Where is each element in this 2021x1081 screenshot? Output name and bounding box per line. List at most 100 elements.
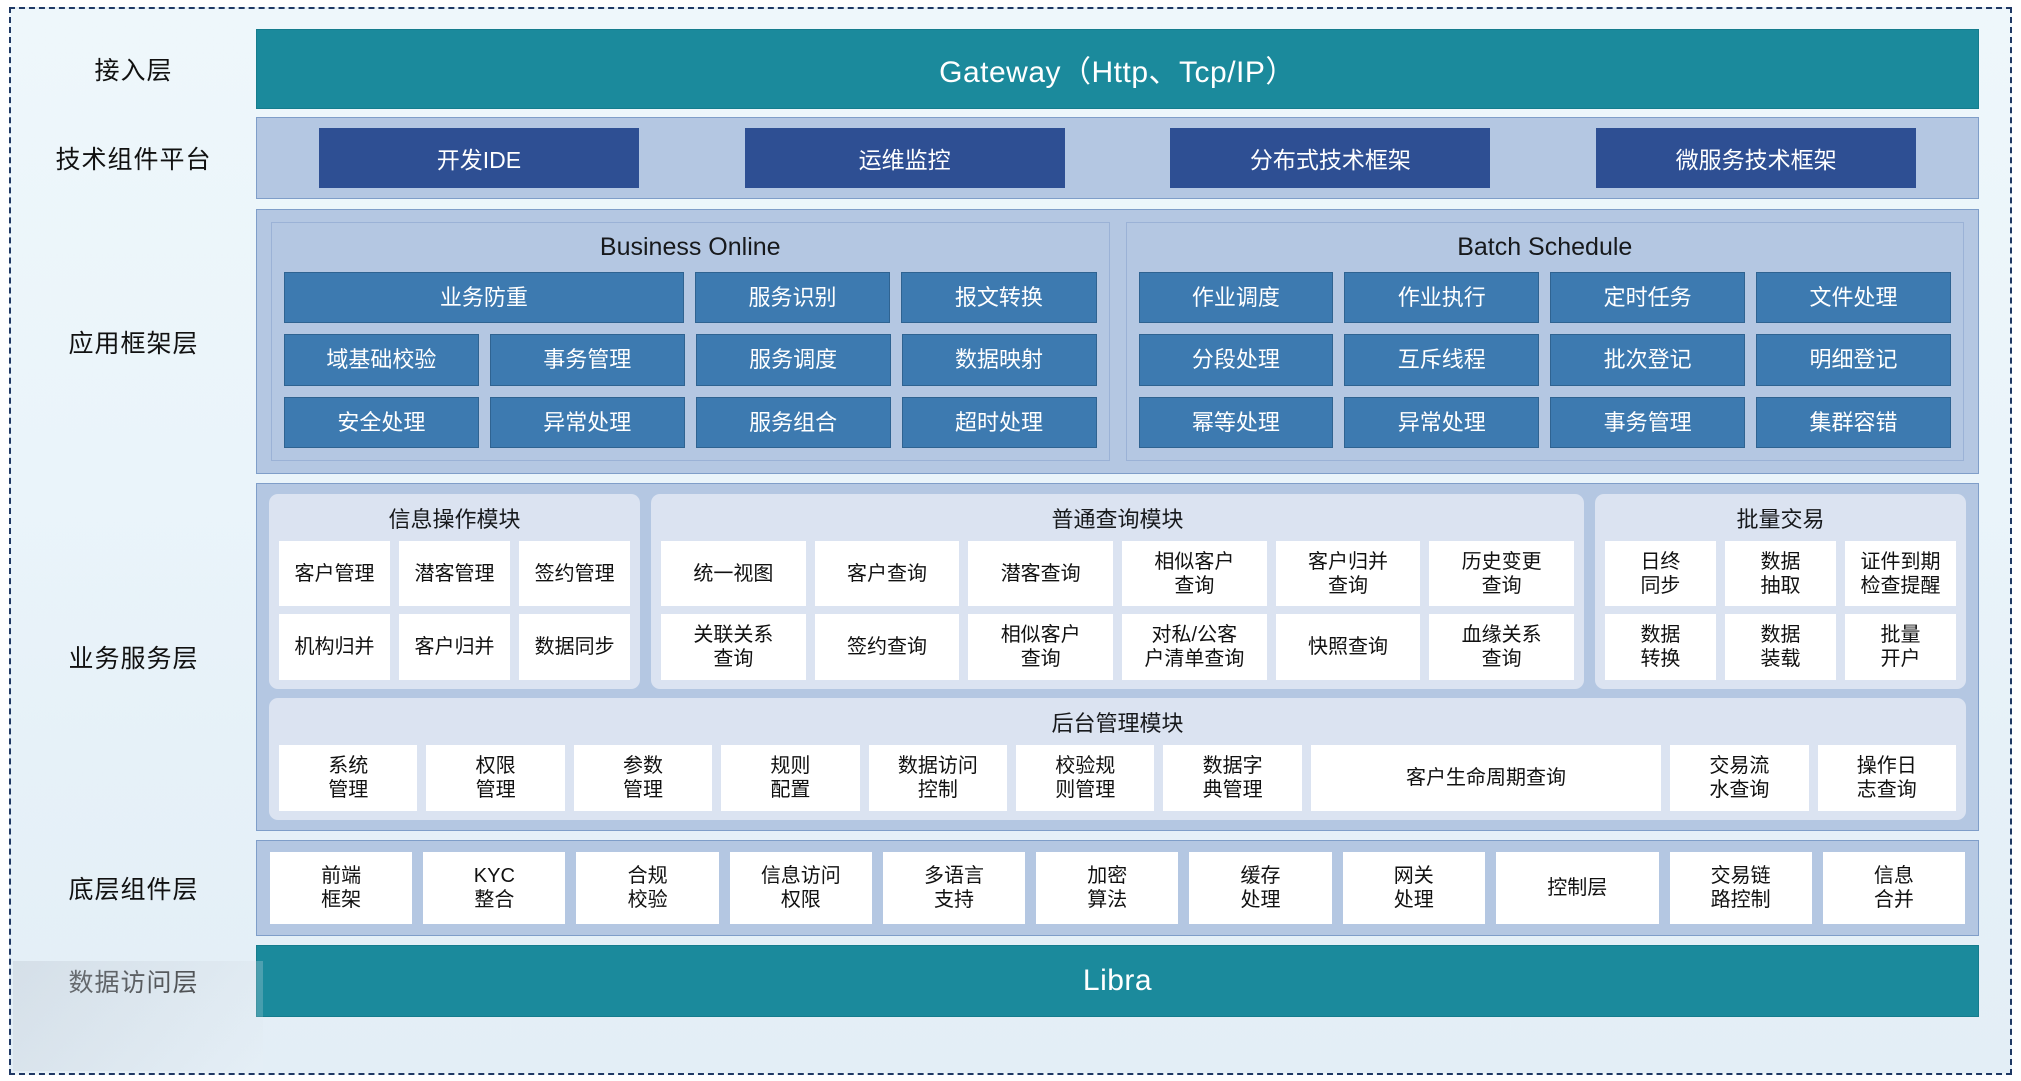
business-cell-机构归并[interactable]: 机构归并 xyxy=(279,614,391,680)
libra-bar[interactable]: Libra xyxy=(256,945,1979,1017)
business-panel-grid: 日终同步数据抽取证件到期检查提醒数据转换数据装载批量开户 xyxy=(1604,541,1957,680)
app-cell-集群容错[interactable]: 集群容错 xyxy=(1756,396,1951,448)
business-cell-系统-管理[interactable]: 系统管理 xyxy=(279,744,418,811)
business-cell-数据-抽取[interactable]: 数据抽取 xyxy=(1724,541,1836,607)
app-cell-文件处理[interactable]: 文件处理 xyxy=(1756,272,1951,324)
business-panel-title: 批量交易 xyxy=(1736,507,1825,532)
business-cell-证件到期-检查提醒[interactable]: 证件到期检查提醒 xyxy=(1844,541,1957,607)
layer-row-access: 接入层 Gateway（Http、Tcp/IP） xyxy=(11,29,2010,109)
app-cell-分段处理[interactable]: 分段处理 xyxy=(1138,334,1334,386)
tech-button-2[interactable]: 分布式技术框架 xyxy=(1170,128,1491,188)
base-cell-控制层[interactable]: 控制层 xyxy=(1495,852,1659,924)
business-cell-数据字-典管理[interactable]: 数据字典管理 xyxy=(1163,744,1302,811)
app-grid-row: 业务防重服务识别报文转换 xyxy=(284,272,1097,324)
app-cell-事务管理[interactable]: 事务管理 xyxy=(1550,396,1746,448)
business-panel-后台管理模块: 后台管理模块系统管理权限管理参数管理规则配置数据访问控制校验规则管理数据字典管理… xyxy=(269,697,1966,820)
business-panel-title: 信息操作模块 xyxy=(388,507,521,532)
app-panel-title: Batch Schedule xyxy=(1457,233,1633,261)
business-cell-权限-管理[interactable]: 权限管理 xyxy=(426,744,565,811)
app-cell-作业调度[interactable]: 作业调度 xyxy=(1138,272,1334,324)
base-cell-信息-合并[interactable]: 信息合并 xyxy=(1822,852,1966,924)
app-cell-异常处理[interactable]: 异常处理 xyxy=(489,396,685,448)
gateway-bar[interactable]: Gateway（Http、Tcp/IP） xyxy=(256,29,1979,109)
layer-label-business: 业务服务层 xyxy=(68,645,199,673)
business-cell-校验规-则管理[interactable]: 校验规则管理 xyxy=(1016,744,1155,811)
business-cell-相似客户-查询[interactable]: 相似客户查询 xyxy=(968,614,1114,680)
app-cell-幂等处理[interactable]: 幂等处理 xyxy=(1138,396,1334,448)
business-cell-客户查询[interactable]: 客户查询 xyxy=(814,541,960,607)
business-cell-潜客查询[interactable]: 潜客查询 xyxy=(968,541,1114,607)
business-cell-血缘关系-查询[interactable]: 血缘关系查询 xyxy=(1429,614,1574,680)
business-cell-签约管理[interactable]: 签约管理 xyxy=(519,541,631,607)
tech-button-0[interactable]: 开发IDE xyxy=(318,128,639,188)
app-cell-事务管理[interactable]: 事务管理 xyxy=(489,334,685,386)
tech-button-3[interactable]: 微服务技术框架 xyxy=(1596,128,1917,188)
base-cell-加密-算法[interactable]: 加密算法 xyxy=(1036,852,1179,924)
business-cell-签约查询[interactable]: 签约查询 xyxy=(814,614,960,680)
business-cell-数据-转换[interactable]: 数据转换 xyxy=(1604,614,1716,680)
business-cell-批量-开户[interactable]: 批量开户 xyxy=(1844,614,1957,680)
tech-button-1[interactable]: 运维监控 xyxy=(744,128,1065,188)
business-cell-数据-装载[interactable]: 数据装载 xyxy=(1724,614,1836,680)
base-cell-交易链-路控制[interactable]: 交易链路控制 xyxy=(1669,852,1812,924)
business-cell-交易流-水查询[interactable]: 交易流水查询 xyxy=(1670,744,1809,811)
base-cell-前端-框架[interactable]: 前端框架 xyxy=(270,852,413,924)
app-cell-异常处理[interactable]: 异常处理 xyxy=(1344,396,1540,448)
app-cell-数据映射[interactable]: 数据映射 xyxy=(901,334,1097,386)
app-cell-超时处理[interactable]: 超时处理 xyxy=(901,396,1097,448)
app-cell-作业执行[interactable]: 作业执行 xyxy=(1344,272,1540,324)
business-cell-相似客户-查询[interactable]: 相似客户查询 xyxy=(1122,541,1267,607)
business-cell-操作日-志查询[interactable]: 操作日志查询 xyxy=(1817,744,1956,811)
business-cell-统一视图[interactable]: 统一视图 xyxy=(661,541,806,607)
business-cell-客户归并-查询[interactable]: 客户归并查询 xyxy=(1275,541,1421,607)
base-cell-缓存-处理[interactable]: 缓存处理 xyxy=(1189,852,1332,924)
business-cell-数据访问-控制[interactable]: 数据访问控制 xyxy=(868,744,1008,811)
layer-row-business: 业务服务层 信息操作模块客户管理潜客管理签约管理机构归并客户归并数据同步 普通查询… xyxy=(11,483,2010,831)
app-panel-grid: 业务防重服务识别报文转换域基础校验事务管理服务调度数据映射安全处理异常处理服务组… xyxy=(284,272,1097,448)
app-cell-业务防重[interactable]: 业务防重 xyxy=(284,272,684,324)
business-panel-grid: 客户管理潜客管理签约管理机构归并客户归并数据同步 xyxy=(279,541,631,680)
business-service-band: 信息操作模块客户管理潜客管理签约管理机构归并客户归并数据同步 普通查询模块统一视图… xyxy=(256,483,1979,831)
business-cell-客户生命周期查询[interactable]: 客户生命周期查询 xyxy=(1310,744,1662,811)
app-panel-Batch-Schedule: Batch Schedule 作业调度作业执行定时任务文件处理分段处理互斥线程批次… xyxy=(1125,222,1964,461)
business-grid-row: 系统管理权限管理参数管理规则配置数据访问控制校验规则管理数据字典管理客户生命周期… xyxy=(279,744,1956,811)
business-cell-潜客管理[interactable]: 潜客管理 xyxy=(399,541,511,607)
business-cell-对私-公客-户清单查询[interactable]: 对私/公客户清单查询 xyxy=(1122,614,1267,680)
business-cell-快照查询[interactable]: 快照查询 xyxy=(1275,614,1421,680)
app-cell-互斥线程[interactable]: 互斥线程 xyxy=(1344,334,1540,386)
app-cell-服务调度[interactable]: 服务调度 xyxy=(695,334,891,386)
business-cell-历史变更-查询[interactable]: 历史变更查询 xyxy=(1429,541,1574,607)
business-cell-客户归并[interactable]: 客户归并 xyxy=(399,614,511,680)
app-cell-明细登记[interactable]: 明细登记 xyxy=(1756,334,1951,386)
business-cell-参数-管理[interactable]: 参数管理 xyxy=(573,744,713,811)
business-cell-数据同步[interactable]: 数据同步 xyxy=(519,614,631,680)
layer-row-data: 数据访问层 Libra xyxy=(11,945,2010,1017)
app-panel-grid: 作业调度作业执行定时任务文件处理分段处理互斥线程批次登记明细登记幂等处理异常处理… xyxy=(1138,272,1951,448)
base-cell-多语言-支持[interactable]: 多语言支持 xyxy=(882,852,1026,924)
business-panel-title: 普通查询模块 xyxy=(1051,507,1184,532)
app-cell-服务组合[interactable]: 服务组合 xyxy=(695,396,891,448)
app-cell-安全处理[interactable]: 安全处理 xyxy=(284,396,479,448)
base-cell-合规-校验[interactable]: 合规校验 xyxy=(576,852,719,924)
business-panel-批量交易: 批量交易日终同步数据抽取证件到期检查提醒数据转换数据装载批量开户 xyxy=(1594,494,1967,689)
app-grid-row: 域基础校验事务管理服务调度数据映射 xyxy=(284,334,1097,386)
business-cell-日终-同步[interactable]: 日终同步 xyxy=(1604,541,1716,607)
business-cell-关联关系-查询[interactable]: 关联关系查询 xyxy=(661,614,806,680)
app-cell-报文转换[interactable]: 报文转换 xyxy=(901,272,1097,324)
app-grid-row: 幂等处理异常处理事务管理集群容错 xyxy=(1138,396,1951,448)
app-cell-批次登记[interactable]: 批次登记 xyxy=(1550,334,1746,386)
app-cell-定时任务[interactable]: 定时任务 xyxy=(1550,272,1746,324)
base-cell-网关-处理[interactable]: 网关处理 xyxy=(1342,852,1485,924)
app-cell-服务识别[interactable]: 服务识别 xyxy=(694,272,891,324)
base-cell-信息访问-权限[interactable]: 信息访问权限 xyxy=(729,852,872,924)
business-cell-规则-配置[interactable]: 规则配置 xyxy=(721,744,860,811)
business-panel-信息操作模块: 信息操作模块客户管理潜客管理签约管理机构归并客户归并数据同步 xyxy=(269,494,641,689)
app-cell-域基础校验[interactable]: 域基础校验 xyxy=(284,334,479,386)
business-cell-客户管理[interactable]: 客户管理 xyxy=(279,541,391,607)
